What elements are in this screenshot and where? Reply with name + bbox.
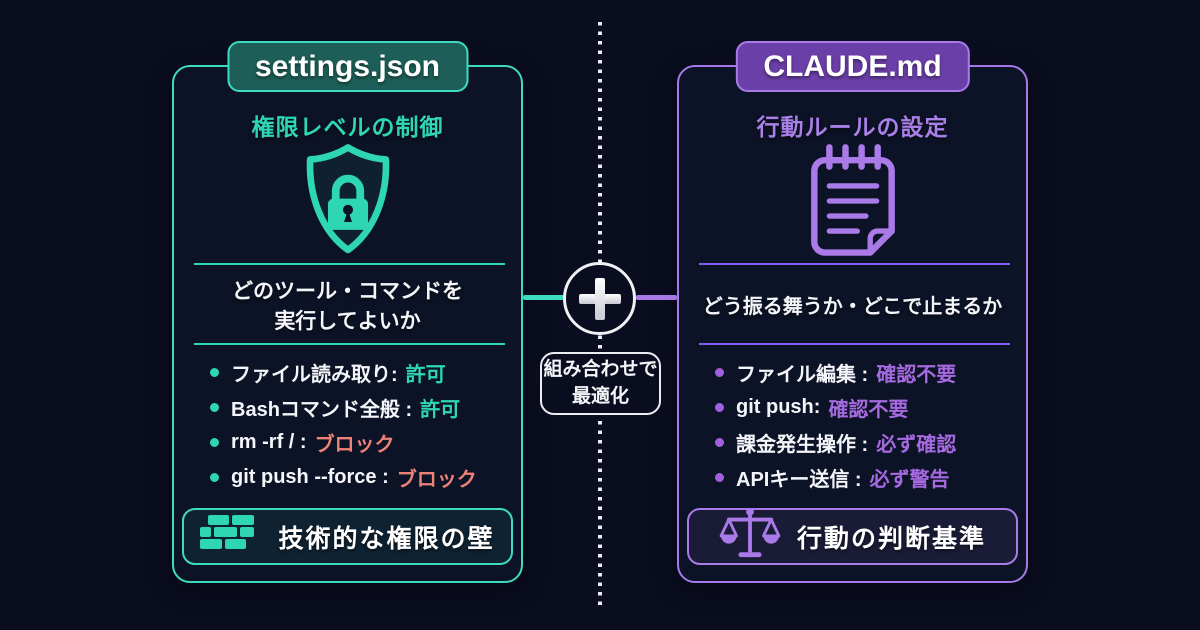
bullet-dot [715, 473, 724, 482]
bullet-dot [715, 368, 724, 377]
rule-label: 課金発生操作 : [736, 434, 869, 456]
bullet-dot [210, 368, 219, 377]
rule-label: rm -rf / : [231, 431, 307, 453]
bullet-dot [715, 403, 724, 412]
rule-value: 必ず警告 [869, 469, 950, 491]
rule-value: 確認不要 [876, 364, 957, 386]
left-separator-bottom [194, 343, 505, 345]
notepad-icon [799, 143, 907, 264]
rule-value: ブロック [396, 469, 477, 491]
rule-label: git push --force : [231, 466, 389, 488]
list-item: Bashコマンド全般 : 許可 [210, 390, 510, 425]
rule-label: ファイル読み取り: [231, 364, 398, 386]
right-connector-line [636, 295, 677, 300]
list-item: git push --force : ブロック [210, 460, 510, 495]
right-separator-bottom [699, 343, 1010, 345]
claude-md-card: CLAUDE.md 行動ルールの設定 [677, 41, 1028, 583]
combine-optimize-badge: 組み合わせで 最適化 [540, 352, 661, 415]
right-separator-top [699, 263, 1010, 265]
claude-md-subtitle: 行動ルールの設定 [756, 114, 949, 140]
list-item: rm -rf / : ブロック [210, 425, 510, 460]
left-connector-line [523, 295, 564, 300]
list-item: ファイル編集 : 確認不要 [715, 355, 1015, 390]
settings-json-description: どのツール・コマンドを 実行してよいか [174, 271, 521, 343]
scales-icon [719, 507, 781, 566]
bullet-dot [210, 438, 219, 447]
description-line-1: どのツール・コマンドを [232, 279, 463, 303]
settings-json-card: settings.json 権限レベルの制御 どのツール・コマンドを 実行してよ… [172, 41, 523, 583]
bullet-dot [210, 403, 219, 412]
settings-json-subtitle: 権限レベルの制御 [251, 114, 444, 140]
bullet-dot [210, 473, 219, 482]
combine-label-line-2: 最適化 [571, 385, 629, 407]
list-item: git push: 確認不要 [715, 390, 1015, 425]
settings-json-title: settings.json [254, 49, 441, 83]
rule-label: Bashコマンド全般 : [231, 399, 413, 421]
brick-wall-icon [200, 513, 262, 561]
list-item: ファイル読み取り: 許可 [210, 355, 510, 390]
list-item: 課金発生操作 : 必ず確認 [715, 425, 1015, 460]
rule-label: git push: [736, 396, 821, 418]
claude-md-rule-list: ファイル編集 : 確認不要 git push: 確認不要 課金発生操作 : 必ず… [715, 355, 1015, 495]
rule-label: APIキー送信 : [736, 469, 862, 491]
bullet-dot [715, 438, 724, 447]
settings-json-rule-list: ファイル読み取り: 許可 Bashコマンド全般 : 許可 rm -rf / : … [210, 355, 510, 495]
rule-value: 必ず確認 [876, 434, 957, 456]
technical-wall-badge: 技術的な権限の壁 [182, 508, 513, 565]
rule-label: ファイル編集 : [736, 364, 869, 386]
claude-md-title-badge: CLAUDE.md [735, 41, 970, 92]
behavior-criteria-badge: 行動の判断基準 [687, 507, 1018, 566]
rule-value: ブロック [314, 434, 395, 456]
rule-value: 確認不要 [828, 399, 909, 421]
left-separator-top [194, 263, 505, 265]
settings-json-title-badge: settings.json [226, 41, 469, 92]
shield-lock-icon [292, 143, 404, 266]
technical-wall-label: 技術的な権限の壁 [278, 524, 495, 553]
claude-md-description: どう振る舞うか・どこで止まるか [679, 271, 1026, 343]
description-line: どう振る舞うか・どこで止まるか [702, 295, 1003, 318]
description-line-2: 実行してよいか [274, 310, 421, 333]
claude-md-title: CLAUDE.md [763, 49, 942, 83]
plus-icon [563, 262, 636, 335]
rule-value: 許可 [405, 364, 446, 386]
combine-label-line-1: 組み合わせで [543, 358, 658, 380]
behavior-criteria-label: 行動の判断基準 [796, 524, 986, 553]
rule-value: 許可 [420, 399, 461, 421]
list-item: APIキー送信 : 必ず警告 [715, 460, 1015, 495]
